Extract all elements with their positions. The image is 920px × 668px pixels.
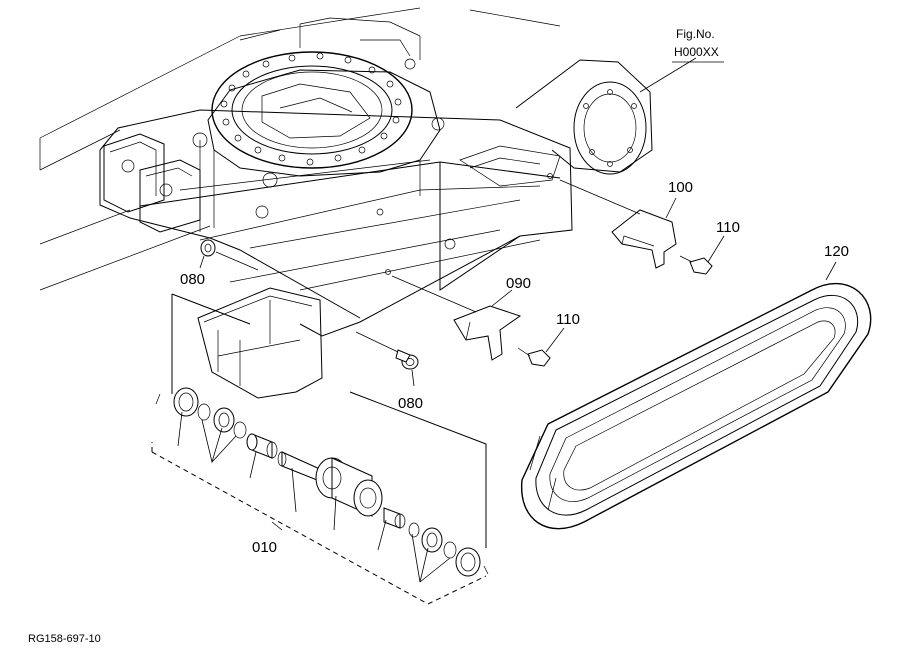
callout-110-upper[interactable]: 110 xyxy=(716,219,740,236)
rubber-track-120 xyxy=(521,261,872,530)
guide-100 xyxy=(559,179,677,269)
bolt-080-right xyxy=(355,331,419,387)
track-roller-assembly xyxy=(155,387,489,577)
callout-010[interactable]: 010 xyxy=(252,539,277,556)
guide-090 xyxy=(391,275,522,361)
assembly-outline xyxy=(151,293,487,605)
reference-code: RG158-697-10 xyxy=(28,633,101,645)
bolt-080-left xyxy=(199,239,259,271)
ring-bolt-holes xyxy=(220,52,402,166)
callout-110-lower[interactable]: 110 xyxy=(556,311,580,328)
bolt-110-lower xyxy=(517,327,565,367)
callout-080-right[interactable]: 080 xyxy=(398,395,423,412)
bolt-110-upper xyxy=(679,235,725,275)
track-frame xyxy=(39,7,653,399)
fig-no-label: Fig.No. xyxy=(676,27,715,41)
callout-120[interactable]: 120 xyxy=(824,243,849,260)
callout-090[interactable]: 090 xyxy=(506,275,531,292)
callout-080-left[interactable]: 080 xyxy=(180,271,205,288)
callout-100[interactable]: 100 xyxy=(668,179,693,196)
leader-lines-010 xyxy=(177,411,451,583)
fig-no-value: H000XX xyxy=(674,45,719,59)
fig-no-leader xyxy=(639,57,697,93)
